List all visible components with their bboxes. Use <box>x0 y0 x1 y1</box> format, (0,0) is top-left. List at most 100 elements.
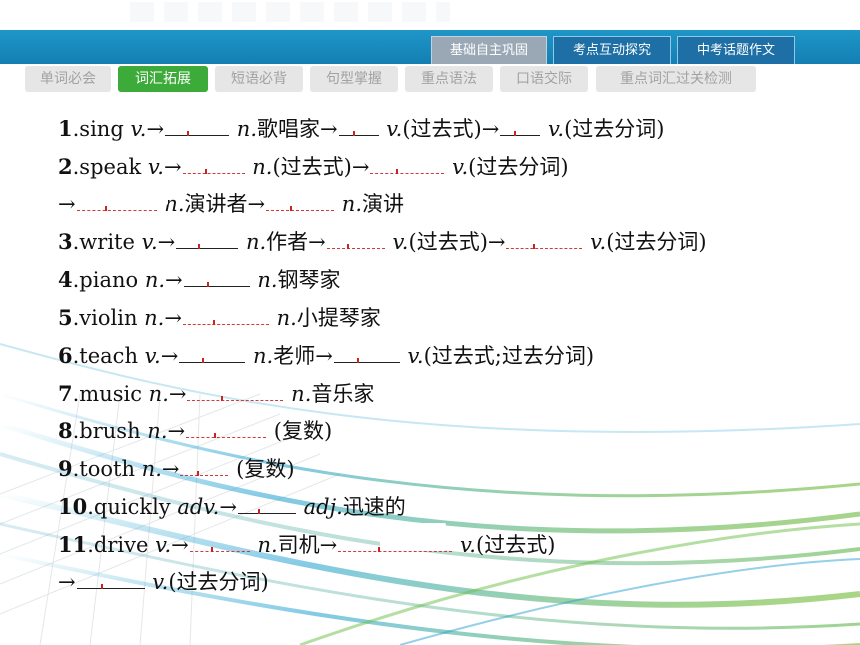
answer-blank[interactable] <box>183 266 250 288</box>
answer-hint-mark <box>356 357 359 363</box>
answer-blank[interactable] <box>76 568 145 589</box>
part-of-speech: n. <box>257 268 278 293</box>
answer-blank[interactable] <box>182 153 245 174</box>
item-number: 6 <box>58 342 73 368</box>
mask-box <box>195 146 249 164</box>
answer-blank[interactable] <box>182 304 269 325</box>
part-of-speech: v. <box>147 154 164 179</box>
part-of-speech: n. <box>141 457 162 482</box>
item-text: → <box>168 381 187 406</box>
item-text: (过去式) <box>476 532 556 557</box>
exercise-row: 6.teach v.→ n.老师→ v.(过去式;过去分词) <box>58 337 848 375</box>
item-text: 作者→ <box>266 230 326 255</box>
item-text <box>246 344 253 368</box>
answer-hint-mark <box>396 168 399 174</box>
part-of-speech: n. <box>164 191 185 216</box>
subtab-grammar[interactable]: 重点语法 <box>405 66 493 92</box>
item-text: → <box>219 494 237 519</box>
part-of-speech: n. <box>252 154 273 179</box>
item-text: → <box>171 532 189 557</box>
answer-blank[interactable] <box>506 228 583 250</box>
answer-blank[interactable] <box>76 190 157 211</box>
item-text: .piano <box>72 268 145 293</box>
answer-blank[interactable] <box>176 228 239 250</box>
answer-blank[interactable] <box>179 342 246 363</box>
answer-blank[interactable] <box>370 153 445 174</box>
answer-hint-mark <box>202 357 205 363</box>
mask-box <box>380 523 446 551</box>
answer-hint-mark <box>198 244 201 250</box>
answer-hint-mark <box>346 244 349 250</box>
item-text <box>239 230 246 254</box>
part-of-speech: n. <box>253 343 274 368</box>
item-text: → <box>161 457 180 482</box>
answer-blank[interactable] <box>180 455 229 477</box>
item-text: 老师→ <box>273 343 333 368</box>
exercise-row: 7.music n.→ n.音乐家 <box>58 375 848 413</box>
item-text: .teach <box>72 343 145 368</box>
item-text <box>335 192 342 216</box>
item-text: (过去式)→ <box>408 230 506 255</box>
tab-topic-composition[interactable]: 中考话题作文 <box>677 36 795 64</box>
item-text: → <box>163 154 182 179</box>
item-text: .speak <box>72 154 148 179</box>
exercise-row: → v.(过去分词) <box>58 564 848 602</box>
item-text: (过去分词) <box>606 230 707 255</box>
item-text: (过去式;过去分词) <box>423 343 595 368</box>
part-of-speech: n. <box>236 117 257 141</box>
item-text: 小提琴家 <box>296 305 381 330</box>
part-of-speech: adj. <box>303 494 343 519</box>
item-number: 7 <box>58 380 73 406</box>
item-text <box>270 306 277 330</box>
mask-box <box>160 102 242 124</box>
answer-hint-mark <box>514 131 517 136</box>
item-number: 1 <box>58 116 73 141</box>
item-text: 钢琴家 <box>277 268 341 293</box>
answer-hint-mark <box>533 244 536 250</box>
item-text: .drive <box>87 532 156 557</box>
item-text: → <box>165 268 183 293</box>
answer-blank[interactable] <box>186 417 267 439</box>
item-text <box>297 495 304 519</box>
answer-blank[interactable] <box>500 115 541 136</box>
answer-blank[interactable] <box>338 531 453 552</box>
part-of-speech: n. <box>148 381 169 406</box>
item-text: 演讲 <box>362 191 404 216</box>
tab-interactive-exploration[interactable]: 考点互动探究 <box>553 36 671 64</box>
answer-hint-mark <box>204 168 207 174</box>
part-of-speech: n. <box>276 305 297 330</box>
part-of-speech: n. <box>144 305 165 330</box>
item-text: .write <box>72 230 142 255</box>
answer-blank[interactable] <box>237 493 296 514</box>
answer-hint-mark <box>290 205 293 211</box>
subtab-phrases[interactable]: 短语必背 <box>215 66 303 92</box>
subtab-vocabulary-check[interactable]: 重点词汇过关检测 <box>596 66 756 92</box>
item-text: (过去分词) <box>168 569 269 594</box>
item-text: .quickly <box>87 494 178 519</box>
answer-hint-mark <box>197 471 200 477</box>
answer-blank[interactable] <box>338 115 379 136</box>
answer-blank[interactable] <box>165 115 230 136</box>
subtab-sentence-patterns[interactable]: 句型掌握 <box>310 66 398 92</box>
answer-blank[interactable] <box>333 342 400 363</box>
subtab-oral-communication[interactable]: 口语交际 <box>500 66 588 92</box>
exercise-row: 3.write v.→ n.作者→ v.(过去式)→ v.(过去分词) <box>58 223 848 261</box>
subtab-words[interactable]: 单词必会 <box>25 66 111 92</box>
tab-basic-consolidation[interactable]: 基础自主巩固 <box>431 36 547 64</box>
answer-hint-mark <box>206 282 209 288</box>
exercise-row: 2.speak v.→ n.(过去式)→ v.(过去分词) <box>58 148 848 186</box>
answer-hint-mark <box>221 395 224 401</box>
answer-blank[interactable] <box>326 228 385 250</box>
subtab-vocabulary-expansion[interactable]: 词汇拓展 <box>118 66 208 92</box>
exercise-row: 5.violin n.→ n.小提琴家 <box>58 299 848 337</box>
part-of-speech: n. <box>147 419 168 444</box>
item-text: → <box>157 230 176 255</box>
answer-blank[interactable] <box>187 380 284 401</box>
item-number: 9 <box>58 456 73 482</box>
item-text: (过去式)→ <box>402 117 500 141</box>
answer-blank[interactable] <box>266 190 335 211</box>
answer-blank[interactable] <box>189 531 250 552</box>
item-text: 迅速的 <box>342 494 406 519</box>
item-text: → <box>160 343 179 368</box>
part-of-speech: n. <box>257 532 278 557</box>
